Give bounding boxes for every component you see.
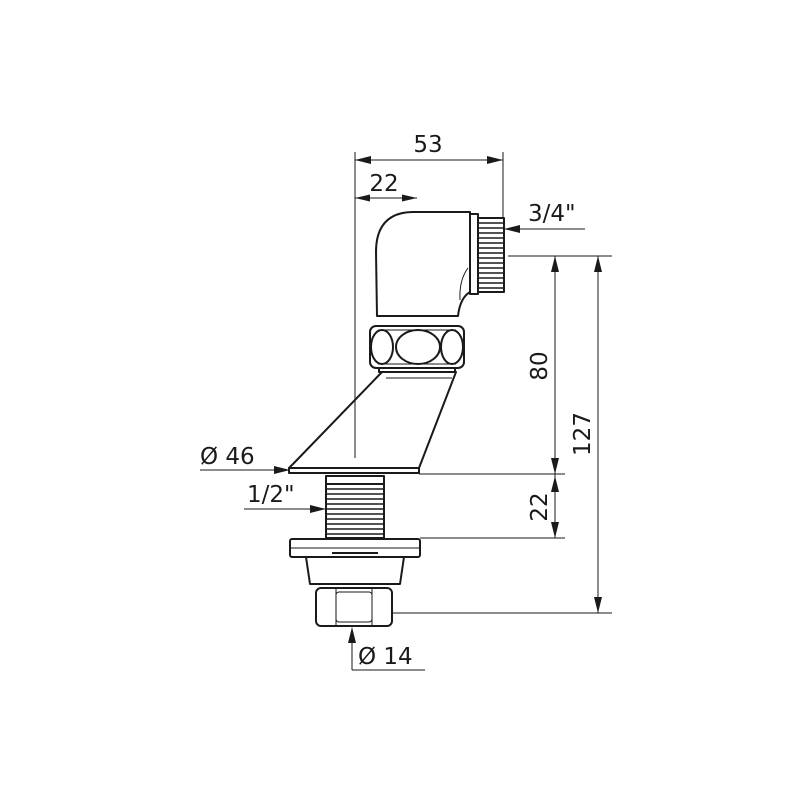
- dim-label-elbow-offset: 22: [369, 171, 398, 197]
- outlet-collar: [469, 213, 479, 295]
- dim-label-pipe-diameter: Ø 14: [358, 644, 413, 670]
- fitting-body: [288, 211, 505, 627]
- elbow-fillet: [459, 267, 469, 301]
- lock-nut: [305, 556, 405, 585]
- outlet-thread: [477, 217, 505, 293]
- nut-facet-right: [440, 329, 464, 365]
- base-plate: [288, 467, 420, 474]
- dim-label-inlet-thread: 1/2": [247, 482, 295, 508]
- inlet-thread: [325, 483, 385, 539]
- dim-label-shank-length: 22: [527, 492, 553, 521]
- inlet-thread-lines: [326, 488, 384, 535]
- elbow-outline: [375, 211, 471, 317]
- swivel-nut: [369, 325, 465, 369]
- outlet-thread-lines: [478, 222, 504, 289]
- shank-collar: [325, 475, 385, 485]
- dim-label-flange-diameter: Ø 46: [200, 444, 255, 470]
- dim-label-total-width: 53: [413, 132, 442, 158]
- lower-hex-nut: [315, 587, 393, 627]
- dimension-labels: 53 22 3/4" 80 127 Ø 46 1/2" 22 Ø 14: [200, 132, 596, 670]
- tapered-body: [288, 371, 457, 469]
- dim-label-upper-height: 80: [527, 351, 553, 380]
- hex-center-face: [335, 591, 373, 623]
- nut-facet-left: [370, 329, 394, 365]
- dim-label-outlet-thread: 3/4": [528, 201, 576, 227]
- nut-facet-center: [395, 329, 441, 365]
- dimension-lines: [200, 152, 612, 671]
- dim-label-total-height: 127: [570, 412, 596, 456]
